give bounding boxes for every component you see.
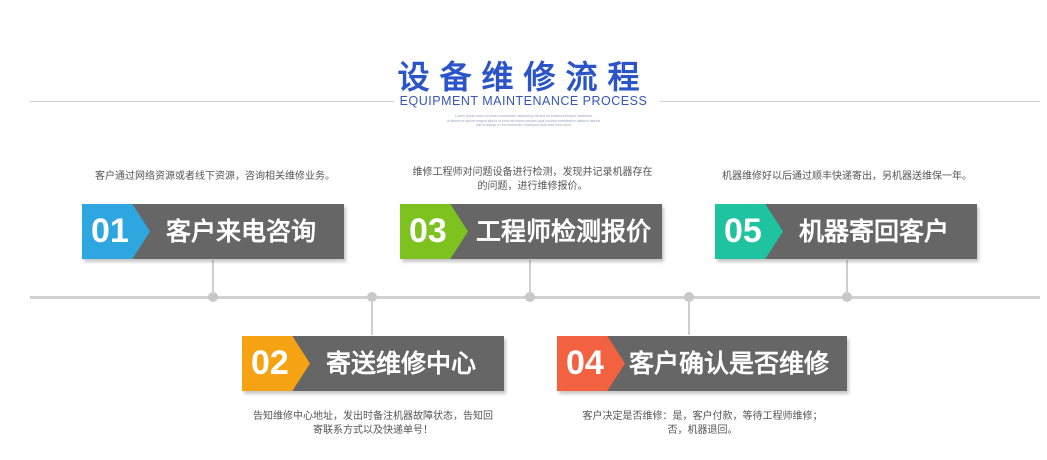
step-01-description: 客户通过网络资源或者线下资源，咨询相关维修业务。 <box>95 171 335 182</box>
step-05-description: 机器维修好以后通过顺丰快递寄出，另机器送维保一年。 <box>722 171 972 182</box>
step-04: 04 客户确认是否维修 <box>557 336 847 391</box>
timeline-dot <box>208 292 218 302</box>
title-divider-left <box>30 101 410 102</box>
fine-print-line: Lorem ipsum dolor sit amet consectetur a… <box>455 114 592 118</box>
timeline-dot <box>525 292 535 302</box>
step-connector <box>846 260 848 295</box>
step-connector <box>371 300 373 335</box>
timeline-dot <box>684 292 694 302</box>
step-connector <box>212 260 214 295</box>
step-04-description: 客户决定是否维修：是，客户付款，等待工程师维修； 否，机器退回。 <box>582 411 823 436</box>
step-connector <box>688 300 690 335</box>
timeline-line <box>30 296 1040 299</box>
step-03-label: 工程师检测报价 <box>476 217 652 246</box>
fine-print-line: nisi ut aliquip ex ea commodo consequat … <box>475 123 572 128</box>
step-03-description: 维修工程师对问题设备进行检测，发现并记录机器存在 的问题，进行维修报价。 <box>412 167 653 192</box>
fine-print-line: ut labore et dolore magna aliqua ut enim… <box>446 118 601 123</box>
step-02-description: 告知维修中心地址，发出时备注机器故障状态，告知回 寄联系方式以及快递单号！ <box>253 411 493 436</box>
step-02: 02 寄送维修中心 <box>242 336 504 391</box>
step-04-number-badge: 04 <box>557 336 625 391</box>
page-subtitle: EQUIPMENT MAINTENANCE PROCESS <box>0 94 1047 108</box>
step-connector <box>529 260 531 295</box>
step-03: 03 工程师检测报价 <box>400 204 662 259</box>
timeline-dot <box>367 292 377 302</box>
timeline-dot <box>842 292 852 302</box>
page-title: 设备维修流程 <box>397 58 650 96</box>
title-divider-right <box>660 101 1040 102</box>
step-02-label: 寄送维修中心 <box>326 349 477 378</box>
step-05: 05 机器寄回客户 <box>715 204 977 259</box>
step-05-label: 机器寄回客户 <box>799 217 950 246</box>
step-01-label: 客户来电咨询 <box>166 217 317 246</box>
step-04-label: 客户确认是否维修 <box>629 349 830 378</box>
step-01: 01 客户来电咨询 <box>82 204 344 259</box>
fine-print: Lorem ipsum dolor sit amet consectetur a… <box>0 114 1047 128</box>
